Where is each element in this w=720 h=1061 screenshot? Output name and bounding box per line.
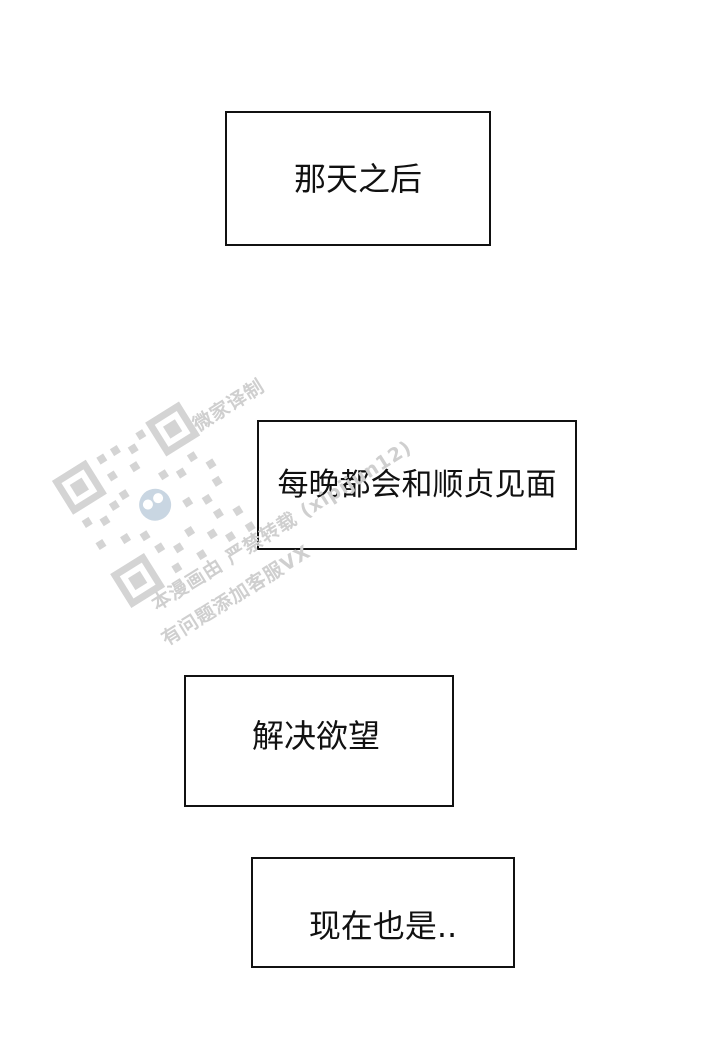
caption-box-1: 那天之后 (225, 111, 491, 246)
caption-text-4: 现在也是.. (308, 906, 458, 945)
caption-text-1: 那天之后 (293, 159, 422, 198)
caption-text-3: 解决欲望 (252, 717, 381, 755)
watermark-line-3: 有问题添加客服VX (157, 540, 315, 651)
caption-box-4: 现在也是.. (251, 857, 515, 968)
caption-box-2: 每晚都会和顺贞见面 (257, 420, 577, 550)
caption-box-3: 解决欲望 (184, 675, 454, 807)
caption-text-2: 每晚都会和顺贞见面 (277, 466, 557, 503)
qr-code-icon (51, 401, 256, 609)
